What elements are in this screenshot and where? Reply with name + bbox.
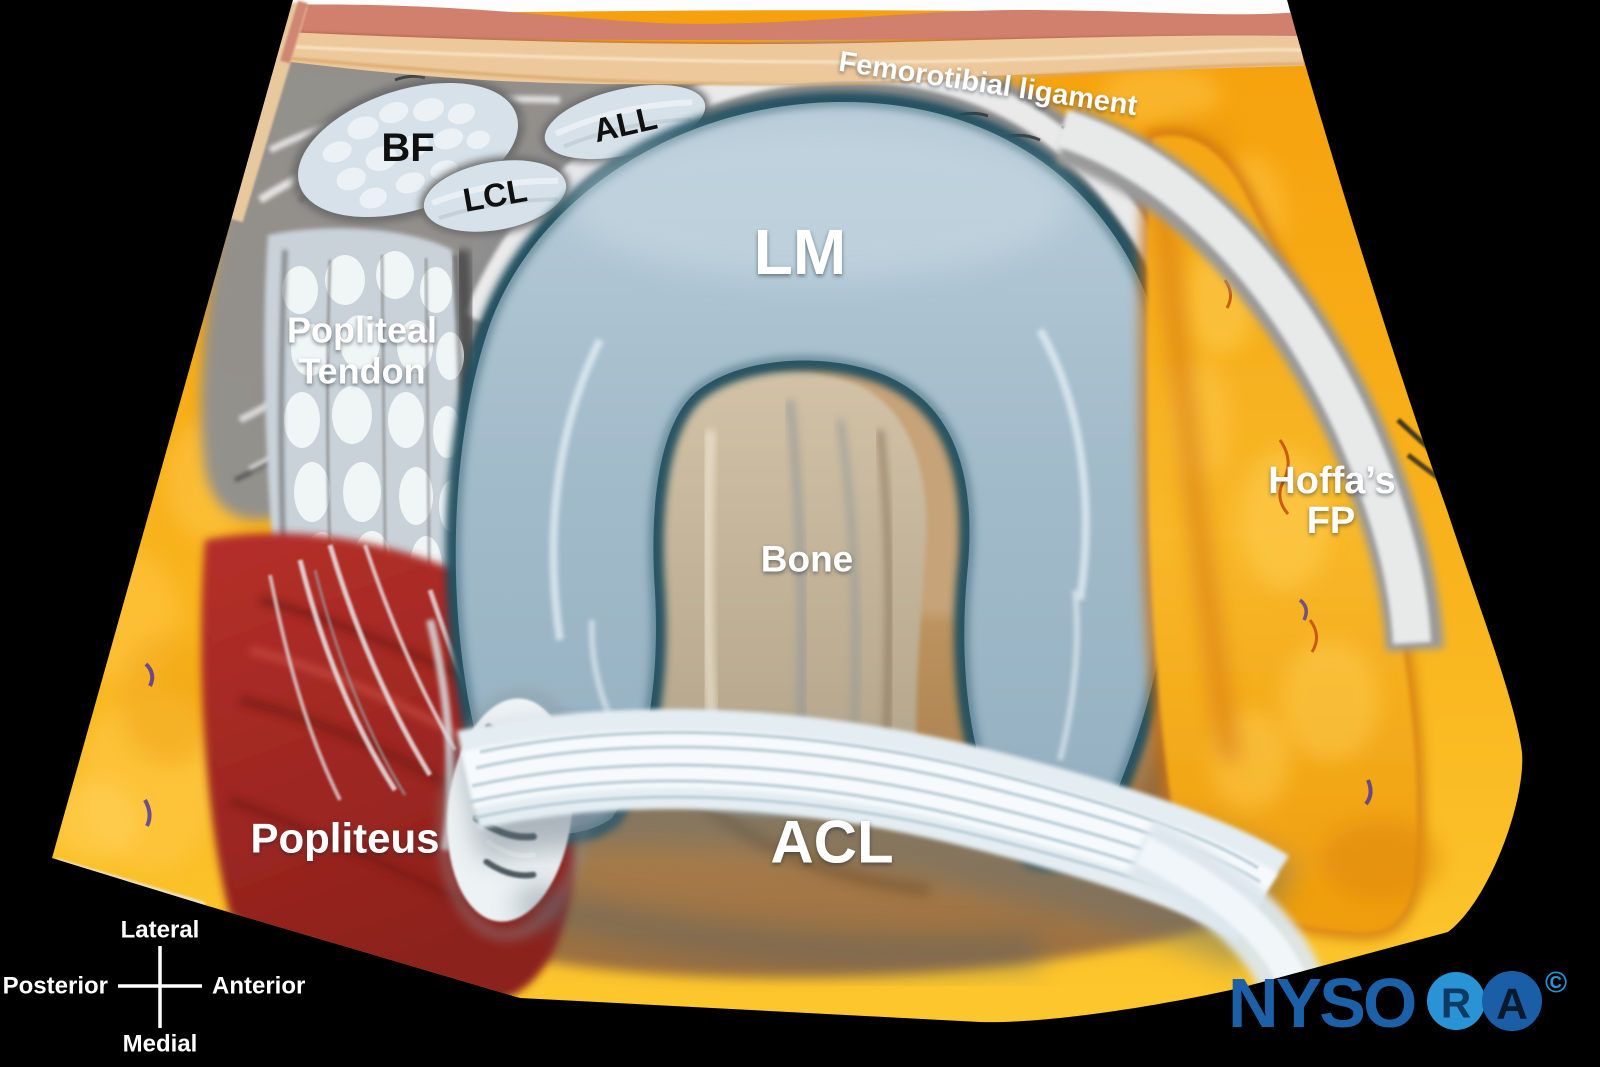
label-popliteal-tendon-line2: Tendon xyxy=(298,351,425,392)
nysora-a-circle xyxy=(1482,971,1542,1031)
nysora-r-circle xyxy=(1427,972,1485,1030)
label-popliteus: Popliteus xyxy=(250,815,439,862)
compass-posterior: Posterior xyxy=(3,973,108,1000)
label-bf: BF xyxy=(381,126,434,170)
compass-medial: Medial xyxy=(123,1031,198,1058)
nysora-logo: NYSO R A © xyxy=(1228,964,1567,1042)
label-bone: Bone xyxy=(761,539,854,580)
skin-layers xyxy=(227,0,1305,223)
nysora-wordmark: NYSO xyxy=(1228,964,1415,1042)
lcl-ligament-shape xyxy=(419,156,571,236)
label-popliteal-tendon-line1: Popliteal xyxy=(287,310,437,351)
label-lm: LM xyxy=(754,216,846,288)
nysora-r-letter: R xyxy=(1441,980,1471,1027)
compass-anterior: Anterior xyxy=(212,973,305,1000)
compass-cross xyxy=(118,946,202,1028)
label-acl: ACL xyxy=(770,809,893,876)
compass-lateral: Lateral xyxy=(121,917,200,944)
label-hoffas-line2: FP xyxy=(1307,500,1356,542)
nysora-a-letter: A xyxy=(1496,980,1528,1029)
nysora-copyright-icon: © xyxy=(1545,967,1567,1000)
orientation-compass: Lateral Posterior Anterior Medial xyxy=(3,917,306,1058)
label-hoffas-line1: Hoffa’s xyxy=(1268,460,1395,502)
acl-shape xyxy=(457,709,1330,1011)
